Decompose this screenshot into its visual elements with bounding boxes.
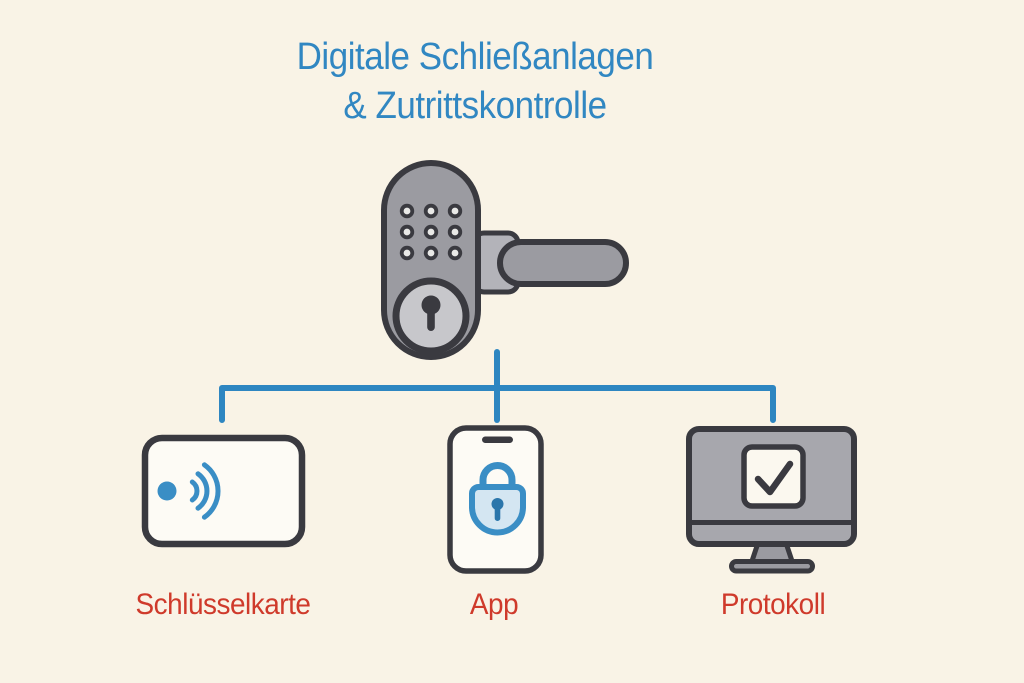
checkbox bbox=[741, 444, 806, 509]
connector-lines bbox=[219, 349, 776, 423]
keyhole-icon bbox=[421, 295, 441, 331]
padlock-keyhole bbox=[491, 498, 504, 521]
label-app: App bbox=[469, 588, 519, 621]
connector-bracket bbox=[219, 385, 776, 423]
title-line-2: & Zutrittskontrolle bbox=[343, 85, 607, 127]
smart-door-lock-icon bbox=[381, 160, 629, 360]
label-keycard: Schlüsselkarte bbox=[135, 588, 311, 621]
padlock-shackle bbox=[479, 462, 516, 497]
smartphone-app-lock-icon bbox=[447, 425, 544, 574]
app-padlock-icon bbox=[469, 462, 526, 536]
monitor-checkmark-icon bbox=[686, 426, 857, 574]
nfc-signal-icon bbox=[157, 462, 221, 520]
nfc-keycard-icon bbox=[141, 434, 306, 548]
checkmark-icon bbox=[754, 460, 794, 496]
title-line-1: Digitale Schließanlagen bbox=[296, 36, 654, 78]
monitor-base bbox=[729, 559, 815, 574]
page-title: Digitale Schließanlagen & Zutrittskontro… bbox=[0, 33, 987, 131]
phone-speaker bbox=[482, 436, 513, 443]
keypad-dots bbox=[399, 203, 463, 261]
label-protokoll: Protokoll bbox=[720, 588, 826, 621]
keycard-body bbox=[141, 434, 306, 548]
door-handle-lever bbox=[497, 239, 629, 287]
